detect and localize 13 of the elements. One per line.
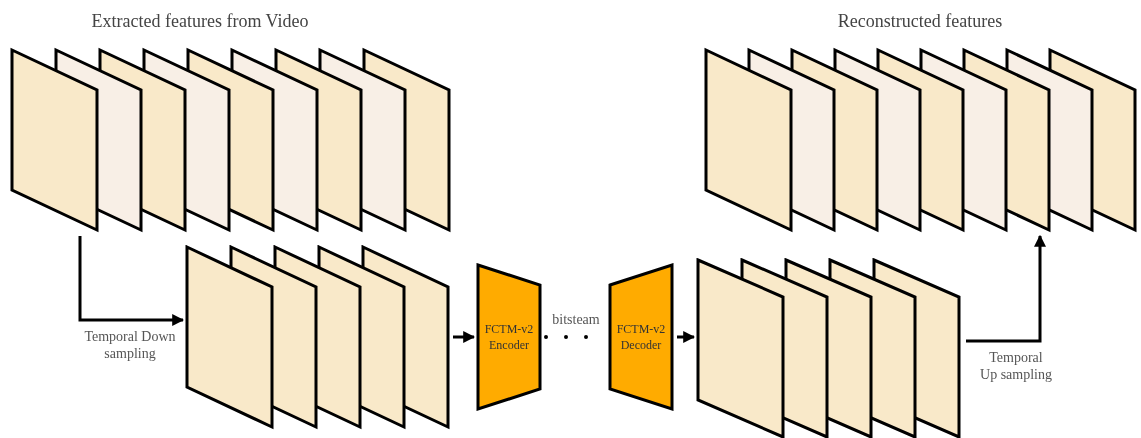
encoder-trapezoid (476, 263, 542, 411)
module-label: FCTM-v2 Encoder (483, 321, 535, 353)
edge-label: Temporal Up sampling (979, 349, 1053, 383)
decoder-trapezoid (608, 263, 674, 411)
arrow (453, 331, 476, 343)
edge-label: Temporal Down sampling (83, 328, 177, 362)
arrow (677, 331, 696, 343)
edge-label: bitsteam (551, 311, 601, 328)
module-label: FCTM-v2 Decoder (615, 321, 667, 353)
arrow (966, 234, 1046, 343)
arrow (78, 236, 185, 326)
section-heading: Extracted features from Video (90, 10, 310, 33)
section-heading: Reconstructed features (836, 10, 1004, 33)
